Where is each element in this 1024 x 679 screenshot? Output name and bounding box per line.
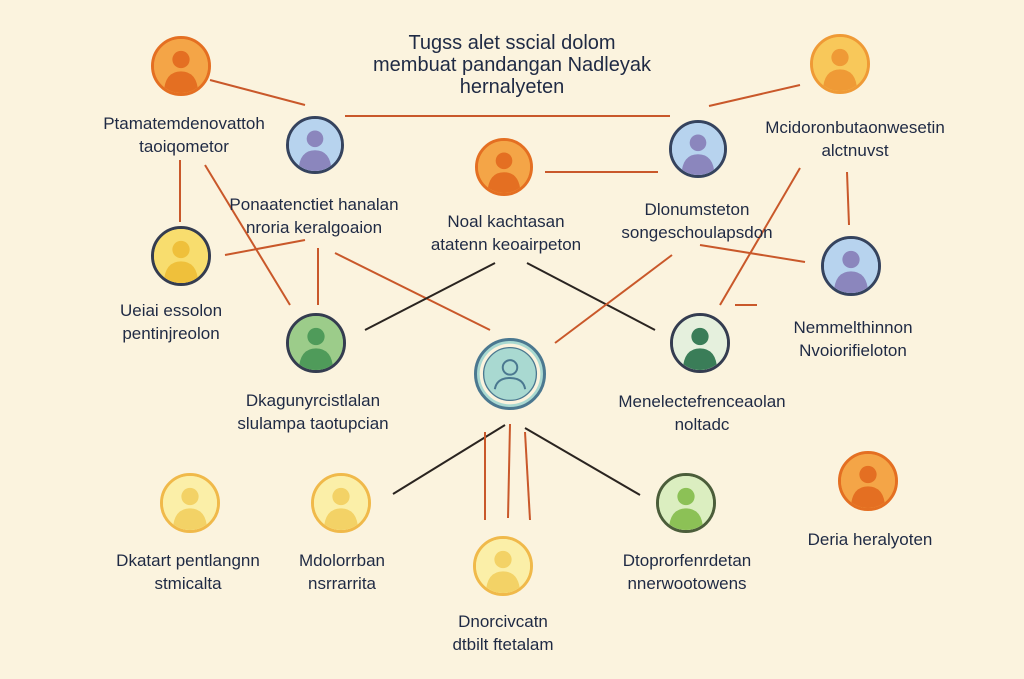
person-node-14 xyxy=(473,536,533,596)
person-icon xyxy=(824,239,878,293)
node-11-label: Deria heralyoten xyxy=(807,530,933,549)
title-line-2: membuat pandangan Nadleyak xyxy=(373,54,651,76)
person-icon xyxy=(813,37,867,91)
person-node-8 xyxy=(286,313,346,373)
person-icon xyxy=(672,123,724,175)
person-node-15 xyxy=(656,473,716,533)
person-icon xyxy=(154,229,208,283)
connection-line xyxy=(209,79,306,106)
connection-line xyxy=(392,424,506,495)
person-node-1 xyxy=(151,36,211,96)
person-icon xyxy=(841,454,895,508)
person-icon xyxy=(476,539,530,593)
connection-line xyxy=(224,239,306,256)
connection-line xyxy=(507,423,511,519)
title-line-3: hernalyeten xyxy=(459,76,565,98)
person-node-2 xyxy=(286,116,344,174)
connection-line xyxy=(524,431,531,521)
person-icon xyxy=(314,476,368,530)
connection-line xyxy=(699,244,806,263)
person-icon xyxy=(163,476,217,530)
person-node-7 xyxy=(821,236,881,296)
person-icon xyxy=(479,343,541,405)
person-icon xyxy=(289,119,341,171)
person-icon xyxy=(673,316,727,370)
person-node-6 xyxy=(151,226,211,286)
connection-line xyxy=(526,262,656,331)
title-line-1: Tugss alet sscial dolom xyxy=(408,32,616,54)
central-person-node xyxy=(474,338,546,410)
person-node-11 xyxy=(838,451,898,511)
connection-line xyxy=(334,252,491,331)
person-node-4 xyxy=(669,120,727,178)
person-icon xyxy=(659,476,713,530)
person-node-12 xyxy=(160,473,220,533)
person-icon xyxy=(289,316,343,370)
connection-line xyxy=(719,167,801,306)
connection-line xyxy=(708,84,801,107)
person-icon xyxy=(478,141,530,193)
connection-line xyxy=(524,427,641,496)
connection-line xyxy=(364,262,496,331)
person-icon xyxy=(154,39,208,93)
diagram-title: Tugss alet sscial dolom membuat pandanga… xyxy=(373,32,651,98)
connection-line xyxy=(846,171,850,226)
connection-line xyxy=(554,254,673,344)
person-node-13 xyxy=(311,473,371,533)
connection-line xyxy=(204,164,291,306)
person-node-3 xyxy=(475,138,533,196)
person-node-10 xyxy=(670,313,730,373)
person-node-5 xyxy=(810,34,870,94)
